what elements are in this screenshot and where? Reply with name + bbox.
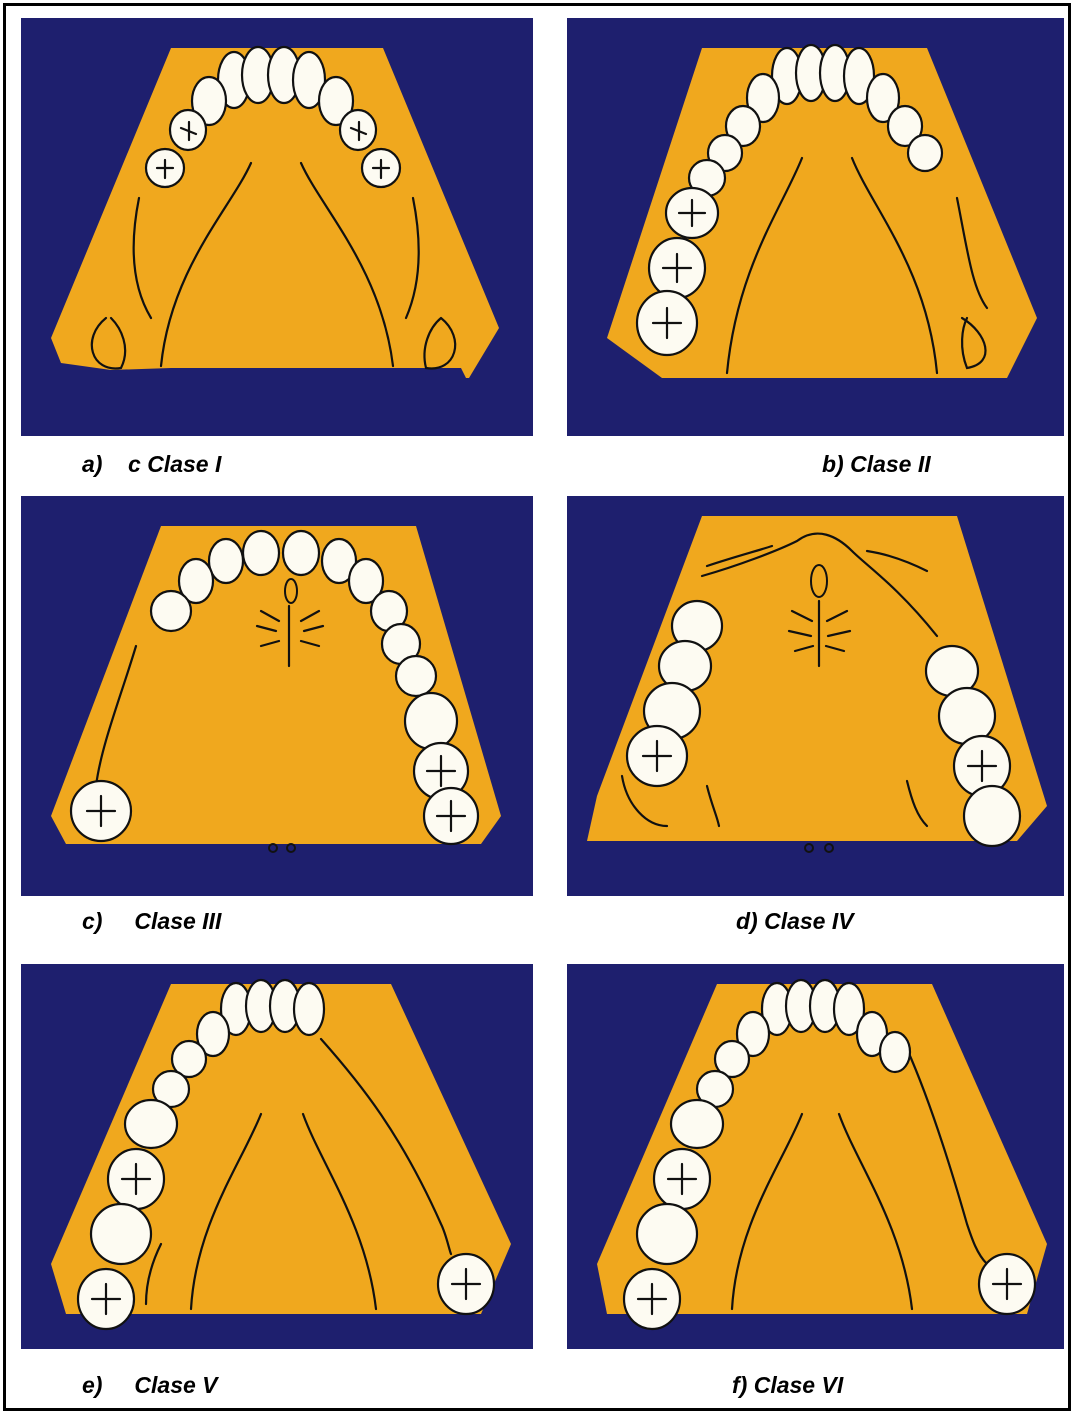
caption-clase-iii: c) Clase III (82, 910, 221, 933)
caption-clase-v: e) Clase V (82, 1374, 218, 1397)
figure-frame: a) c Clase I b) Clase II c) Clase III d)… (3, 3, 1071, 1411)
panel-clase-vi (567, 964, 1064, 1349)
panel-clase-ii (567, 18, 1064, 436)
dental-arch-illustration (21, 496, 533, 896)
dental-arch-illustration (567, 964, 1064, 1349)
caption-clase-ii: b) Clase II (822, 453, 931, 476)
panel-clase-iv (567, 496, 1064, 896)
caption-clase-vi: f) Clase VI (732, 1374, 843, 1397)
panel-clase-v (21, 964, 533, 1349)
caption-clase-iv: d) Clase IV (736, 910, 854, 933)
panel-clase-iii (21, 496, 533, 896)
dental-arch-illustration (567, 18, 1064, 436)
panel-clase-i (21, 18, 533, 436)
dental-arch-illustration (21, 964, 533, 1349)
dental-arch-illustration (567, 496, 1064, 896)
caption-clase-i: a) c Clase I (82, 453, 221, 476)
dental-arch-illustration (21, 18, 533, 436)
